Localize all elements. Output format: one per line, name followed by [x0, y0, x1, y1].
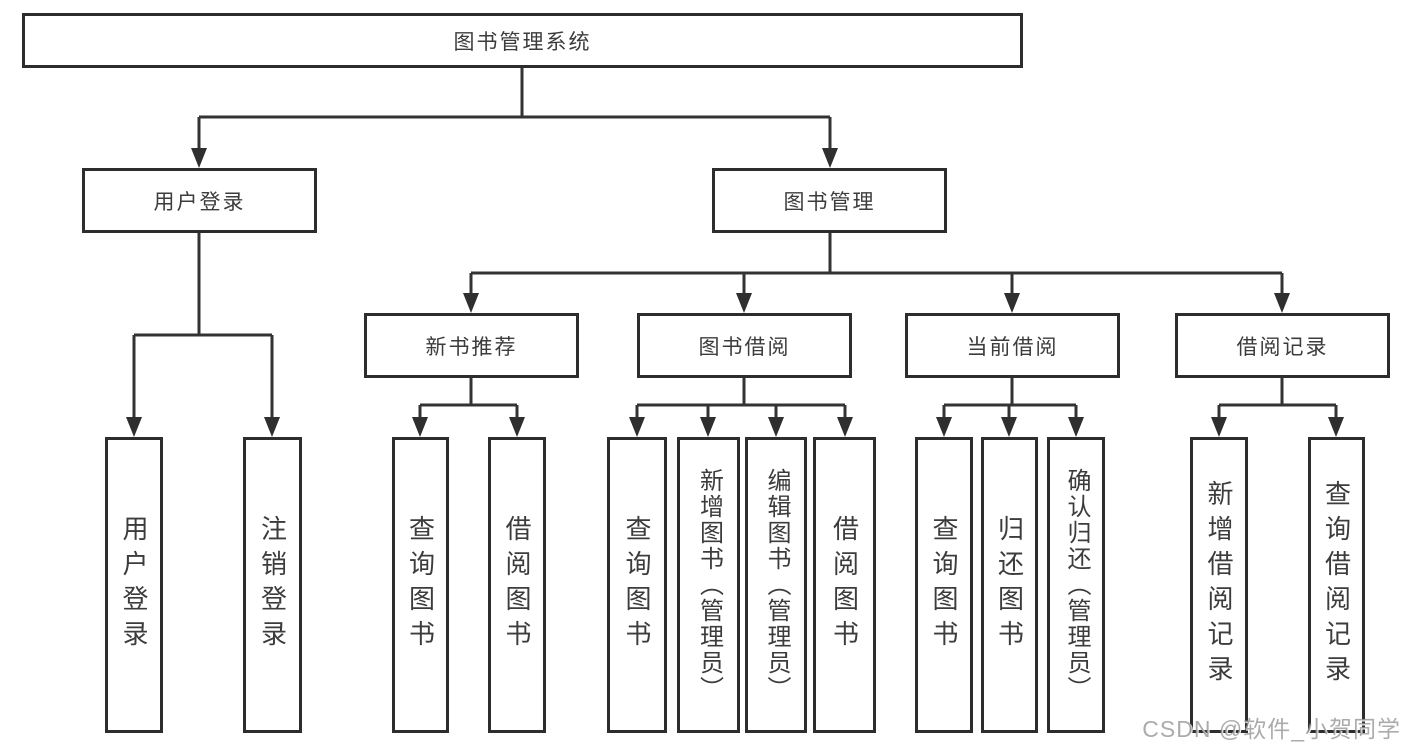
node-new-book-recommend-label: 新书推荐 [425, 335, 518, 359]
connector-root-to-level2 [191, 68, 838, 168]
leaf-return-books: 归还图书 [981, 437, 1038, 733]
leaf-current-query-books-label: 查询图书 [929, 515, 959, 655]
connector-bookmgmt-to-level3 [463, 233, 1290, 313]
leaf-add-books-admin-label: 新增图书（管理员） [695, 468, 723, 702]
node-book-management-label: 图书管理 [783, 190, 876, 214]
node-book-management: 图书管理 [712, 168, 947, 233]
leaf-borrow-query-books-label: 查询图书 [622, 515, 652, 655]
node-root-system: 图书管理系统 [22, 13, 1023, 68]
node-root-system-label: 图书管理系统 [453, 30, 592, 54]
leaf-return-books-label: 归还图书 [994, 515, 1025, 655]
connector-currentborrow-to-leaves [936, 378, 1084, 437]
node-new-book-recommend: 新书推荐 [364, 313, 579, 378]
node-user-login-label: 用户登录 [153, 190, 246, 214]
leaf-query-borrow-record-label: 查询借阅记录 [1321, 480, 1352, 690]
leaf-confirm-return-admin: 确认归还（管理员） [1047, 437, 1105, 733]
leaf-query-borrow-record: 查询借阅记录 [1308, 437, 1365, 733]
node-borrow-records-label: 借阅记录 [1236, 335, 1329, 359]
leaf-borrow-books: 借阅图书 [813, 437, 876, 733]
node-book-borrow: 图书借阅 [637, 313, 852, 378]
leaf-add-books-admin: 新增图书（管理员） [677, 437, 740, 733]
leaf-borrow-query-books: 查询图书 [607, 437, 667, 733]
node-current-borrow-label: 当前借阅 [966, 335, 1059, 359]
connector-userlogin-to-leaves [126, 233, 280, 437]
node-user-login: 用户登录 [82, 168, 317, 233]
connector-bookborrow-to-leaves [629, 378, 853, 437]
connector-records-to-leaves [1211, 378, 1344, 437]
leaf-borrow-books-label: 借阅图书 [829, 515, 860, 655]
leaf-user-login-label: 用户登录 [119, 515, 149, 655]
leaf-logout: 注销登录 [243, 437, 302, 733]
leaf-current-query-books: 查询图书 [915, 437, 973, 733]
leaf-add-borrow-record: 新增借阅记录 [1190, 437, 1248, 733]
leaf-edit-books-admin-label: 编辑图书（管理员） [763, 468, 790, 702]
leaf-logout-label: 注销登录 [257, 515, 288, 655]
node-borrow-records: 借阅记录 [1175, 313, 1390, 378]
leaf-newbook-borrow-books-label: 借阅图书 [502, 515, 532, 655]
leaf-newbook-borrow-books: 借阅图书 [488, 437, 546, 733]
node-book-borrow-label: 图书借阅 [698, 335, 791, 359]
leaf-edit-books-admin: 编辑图书（管理员） [745, 437, 807, 733]
leaf-user-login: 用户登录 [105, 437, 163, 733]
leaf-add-borrow-record-label: 新增借阅记录 [1204, 480, 1234, 690]
node-current-borrow: 当前借阅 [905, 313, 1120, 378]
leaf-confirm-return-admin-label: 确认归还（管理员） [1063, 468, 1090, 702]
watermark-text: CSDN @软件_小贺同学 [1142, 716, 1401, 742]
leaf-newbook-query-books-label: 查询图书 [405, 515, 436, 655]
leaf-newbook-query-books: 查询图书 [392, 437, 449, 733]
connector-newbook-to-leaves [412, 378, 525, 437]
